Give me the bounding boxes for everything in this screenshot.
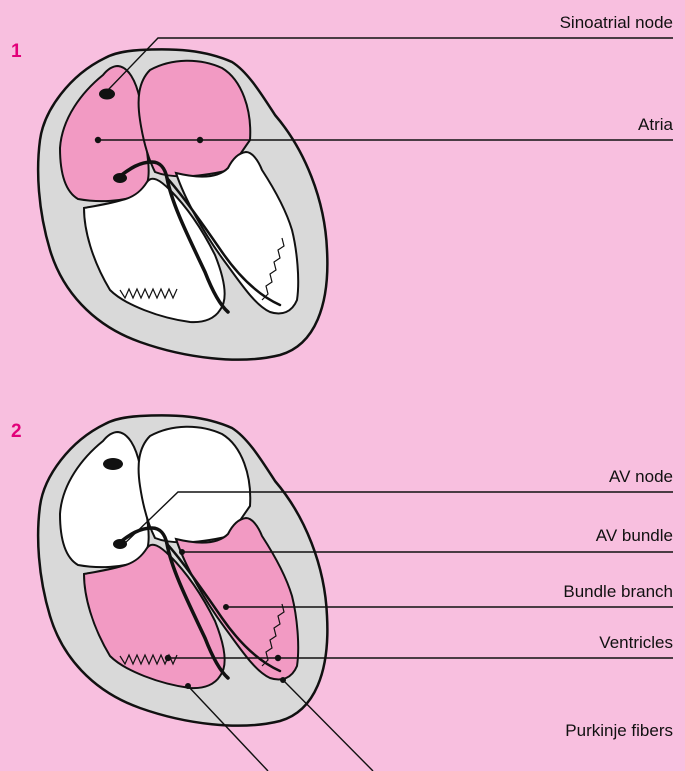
dot-ventricles-right (275, 655, 281, 661)
dot-av-bundle (179, 549, 185, 555)
dot-purkinje-left (185, 683, 191, 689)
dot-purkinje-right (280, 677, 286, 683)
dot-atria-left (95, 137, 101, 143)
sinoatrial-node-2 (103, 458, 123, 470)
dot-ventricles-left (165, 655, 171, 661)
label-av-node: AV node (609, 467, 673, 487)
label-purkinje-fibers: Purkinje fibers (565, 721, 673, 741)
label-atria: Atria (638, 115, 673, 135)
dot-atria-right (197, 137, 203, 143)
label-av-bundle: AV bundle (596, 526, 673, 546)
label-bundle-branch: Bundle branch (563, 582, 673, 602)
label-sinoatrial-node: Sinoatrial node (560, 13, 673, 33)
dot-bundle-branch (223, 604, 229, 610)
av-node-1 (113, 173, 127, 183)
label-ventricles: Ventricles (599, 633, 673, 653)
sinoatrial-node-1 (99, 89, 115, 100)
leader-purkinje-right (283, 680, 373, 771)
heart-panel-1 (38, 49, 327, 359)
